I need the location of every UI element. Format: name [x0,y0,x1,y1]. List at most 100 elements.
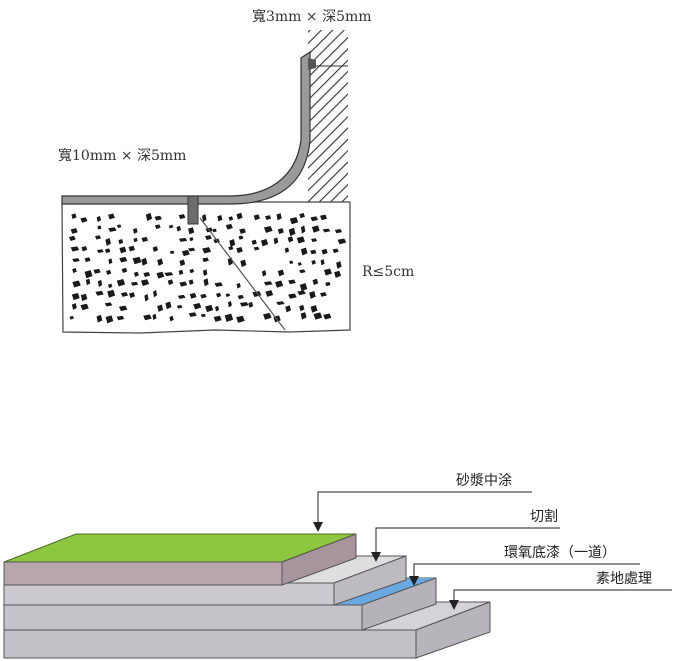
aggregate-stone [95,235,102,240]
aggregate-stone [107,289,116,298]
base-slab-front [3,629,417,659]
aggregate-stone [202,214,207,223]
aggregate-stone [288,227,296,237]
wall-floor-junction-diagram: 寬3mm × 深5mm 寬10mm × 深5mm R≤5cm [58,8,414,334]
aggregate-stone [178,237,188,242]
aggregate-stone [72,258,80,263]
aggregate-stone [188,227,195,235]
aggregate-stone [310,216,319,222]
floor-groove [187,195,199,225]
aggregate-stone [332,248,339,254]
aggregate-stone [215,305,220,312]
aggregate-stone [228,216,234,221]
aggregate-stone [118,305,128,312]
aggregate-stone [236,315,245,323]
primer-blue-strip [336,578,436,605]
aggregate-stone [240,259,247,268]
aggregate-stone [200,293,207,299]
aggregate-stone [300,312,307,320]
aggregate-stone [96,314,103,323]
aggregate-stone [179,281,188,287]
aggregate-stone [237,294,244,300]
aggregate-stone [188,247,196,252]
aggregate-stone [189,292,197,299]
aggregate-stone [167,279,174,286]
aggregate-stone [72,267,77,274]
aggregate-stone [277,228,284,235]
aggregate-stone [117,224,122,229]
aggregate-stone [133,271,139,277]
aggregate-stone [71,293,80,301]
aggregate-stone [85,278,91,286]
aggregate-stone [248,301,254,308]
aggregate-texture [69,212,347,324]
aggregate-stone [297,290,306,296]
aggregate-stone [140,279,150,286]
aggregate-stone [296,236,305,244]
aggregate-stone [133,237,138,243]
slab-diagonal [199,217,286,331]
aggregate-stone [188,279,194,285]
aggregate-stone [336,261,342,269]
aggregate-stone [225,223,233,230]
aggregate-stone [69,235,76,241]
aggregate-stone [227,301,232,308]
aggregate-stone [116,315,125,321]
aggregate-stone [216,292,222,298]
aggregate-stone [334,270,342,278]
aggregate-stone [253,246,260,251]
aggregate-stone [96,216,101,222]
aggregate-stone [105,237,111,246]
aggregate-stone [154,224,161,229]
aggregate-stone [84,270,93,279]
aggregate-stone [309,290,316,299]
aggregate-stone [164,272,174,277]
concrete-slab [61,201,351,334]
aggregate-stone [178,269,184,276]
aggregate-stone [95,290,104,296]
aggregate-stone [119,256,128,263]
leader-substrate [453,589,672,602]
aggregate-stone [200,313,206,318]
aggregate-stone [153,290,158,298]
aggregate-stone [72,280,81,288]
aggregate-stone [325,281,331,287]
aggregate-stone [310,305,318,313]
aggregate-stone [181,249,190,257]
aggregate-stone [289,260,294,265]
aggregate-stone [224,313,234,322]
aggregate-stone [107,283,113,289]
aggregate-stone [284,247,290,253]
coating-layer [61,50,311,205]
aggregate-stone [299,304,305,312]
label-radius: R≤5cm [362,264,414,280]
primer-layer-front [3,604,363,631]
aggregate-stone [108,258,113,265]
aggregate-stone [120,292,129,297]
aggregate-stone [157,258,164,266]
aggregate-stone [229,238,236,248]
aggregate-stone [176,304,183,309]
aggregate-stone [277,269,285,277]
wall-groove [308,58,316,70]
label-cut: 切割 [530,508,558,525]
aggregate-stone [156,271,165,279]
aggregate-stone [104,302,113,307]
aggregate-stone [144,294,149,302]
aggregate-stone [212,228,217,233]
aggregate-stone [118,239,124,245]
aggregate-stone [193,303,202,310]
aggregate-stone [285,305,292,313]
aggregate-stone [288,279,296,285]
aggregate-stone [106,269,112,275]
aggregate-stone [132,256,142,265]
aggregate-stone [287,236,294,243]
aggregate-stone [119,246,127,254]
aggregate-stone [217,214,223,222]
aggregate-stone [322,228,331,233]
cut-layer-front [3,582,335,606]
aggregate-stone [143,314,152,321]
aggregate-stone [300,225,306,234]
aggregate-stone [84,257,91,263]
aggregate-stone [70,228,78,234]
